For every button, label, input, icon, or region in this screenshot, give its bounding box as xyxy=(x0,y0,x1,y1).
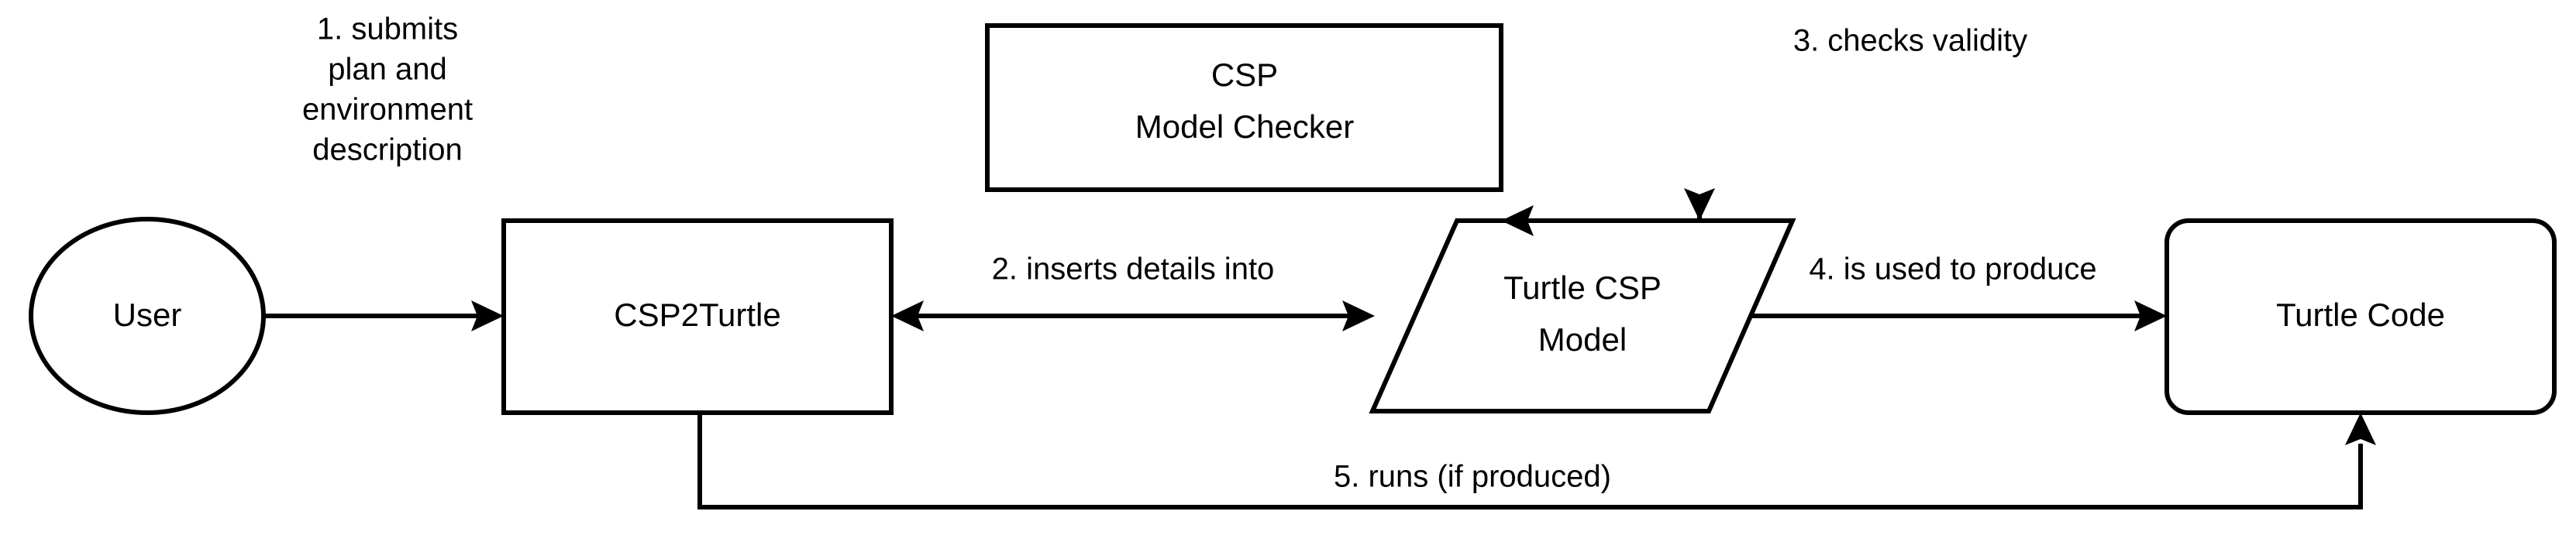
node-model-checker[interactable]: CSP Model Checker xyxy=(985,23,1503,192)
edge-3-arrowhead-left xyxy=(1501,205,1534,236)
node-turtle-csp-model[interactable]: Turtle CSP Model xyxy=(1369,218,1796,413)
node-user-label: User xyxy=(113,297,182,333)
edge-4-arrowhead-right xyxy=(2134,300,2167,331)
edge-5-path xyxy=(697,413,2363,509)
edge-turtle-csp-model-to-turtle-code[interactable]: 4. is used to produce xyxy=(1751,252,2167,331)
edge-2-label: 2. inserts details into xyxy=(992,252,1275,286)
edge-1-label-line3: environment xyxy=(302,93,473,127)
edge-csp2turtle-to-turtle-code-runs[interactable]: 5. runs (if produced) xyxy=(697,413,2376,509)
edge-1-arrowhead-right xyxy=(471,300,504,331)
edge-4-label: 4. is used to produce xyxy=(1809,252,2096,286)
edge-5-label: 5. runs (if produced) xyxy=(1334,460,1611,494)
edge-turtle-csp-model-to-model-checker[interactable]: 3. checks validity xyxy=(1501,24,2027,236)
node-turtle-csp-model-label-line1: Turtle CSP xyxy=(1503,269,1662,306)
edge-2-arrowhead-left xyxy=(891,300,924,331)
edge-5-arrowhead-up xyxy=(2345,413,2376,445)
csp2turtle-rect-shape xyxy=(501,218,894,415)
node-turtle-code-label: Turtle Code xyxy=(2276,297,2445,333)
edge-3-arrowhead-down xyxy=(1684,188,1715,221)
edge-csp2turtle-to-turtle-csp-model[interactable]: 2. inserts details into xyxy=(891,252,1375,331)
node-csp2turtle-label: CSP2Turtle xyxy=(614,297,781,333)
node-user[interactable]: User xyxy=(29,217,266,415)
node-csp2turtle[interactable]: CSP2Turtle xyxy=(501,218,894,415)
edge-2-arrowhead-right xyxy=(1342,300,1375,331)
node-model-checker-label-line2: Model Checker xyxy=(1135,108,1354,145)
node-turtle-csp-model-label-line2: Model xyxy=(1538,321,1627,358)
node-model-checker-label-line1: CSP xyxy=(1211,57,1278,93)
edge-user-to-csp2turtle[interactable]: 1. submits plan and environment descript… xyxy=(263,12,504,331)
model-checker-rect-shape xyxy=(985,23,1503,192)
edge-1-label-line1: 1. submits xyxy=(317,12,458,46)
edge-1-label-line4: description xyxy=(312,133,462,167)
edge-3-path xyxy=(1517,205,1702,223)
turtle-csp-model-parallelogram-shape xyxy=(1369,218,1796,413)
edge-1-label-line2: plan and xyxy=(328,53,446,87)
edge-3-label: 3. checks validity xyxy=(1793,24,2027,58)
node-turtle-code[interactable]: Turtle Code xyxy=(2164,218,2557,415)
